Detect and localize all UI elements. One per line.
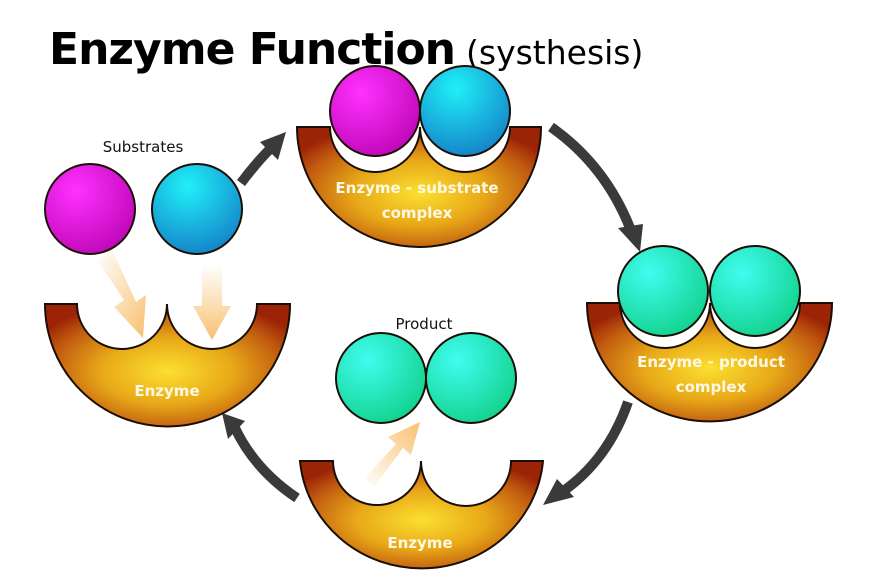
product-molecule-b	[425, 332, 517, 424]
substrate-cyan	[151, 163, 243, 255]
cycle-arrow-ep-to-enzyme	[543, 400, 633, 505]
motion-arrow-magenta-into-enzyme	[97, 250, 146, 338]
substrate-magenta-bound	[329, 65, 421, 157]
product-label: Product	[396, 315, 453, 333]
motion-arrow-product-release	[365, 422, 420, 487]
substrate-cyan-bound	[419, 65, 511, 157]
enzyme-left-label: Enzyme	[134, 382, 199, 400]
product-molecule-a-bound	[617, 245, 709, 337]
ep-complex-label-line1: Enzyme - product	[637, 353, 785, 371]
enzyme-substrate-complex: Enzyme - substrate complex	[295, 65, 543, 248]
enzyme-shape	[295, 126, 543, 248]
motion-arrow-cyan-into-enzyme	[193, 265, 231, 340]
enzyme-product-complex: Enzyme - product complex	[585, 245, 834, 423]
product-molecule-a	[335, 332, 427, 424]
enzyme-shape	[585, 302, 834, 423]
enzyme-bottom-label: Enzyme	[387, 534, 452, 552]
cycle-arrow-substrates-to-complex	[237, 132, 286, 187]
es-complex-label-line2: complex	[382, 204, 453, 222]
cycle-arrow-enzyme-to-start	[222, 413, 300, 503]
title-main: Enzyme Function	[49, 24, 455, 75]
substrates-label: Substrates	[103, 138, 184, 156]
enzyme-shape	[298, 460, 545, 570]
enzyme-free-bottom: Enzyme	[298, 460, 545, 570]
es-complex-label-line1: Enzyme - substrate	[335, 179, 498, 197]
cycle-arrow-es-to-ep	[548, 122, 643, 252]
enzyme-free-left: Enzyme	[43, 303, 292, 428]
product-molecule-b-bound	[709, 245, 801, 337]
title-subtitle: (systhesis)	[466, 33, 643, 72]
ep-complex-label-line2: complex	[676, 378, 747, 396]
substrate-magenta	[44, 163, 136, 255]
enzyme-shape	[43, 303, 292, 428]
